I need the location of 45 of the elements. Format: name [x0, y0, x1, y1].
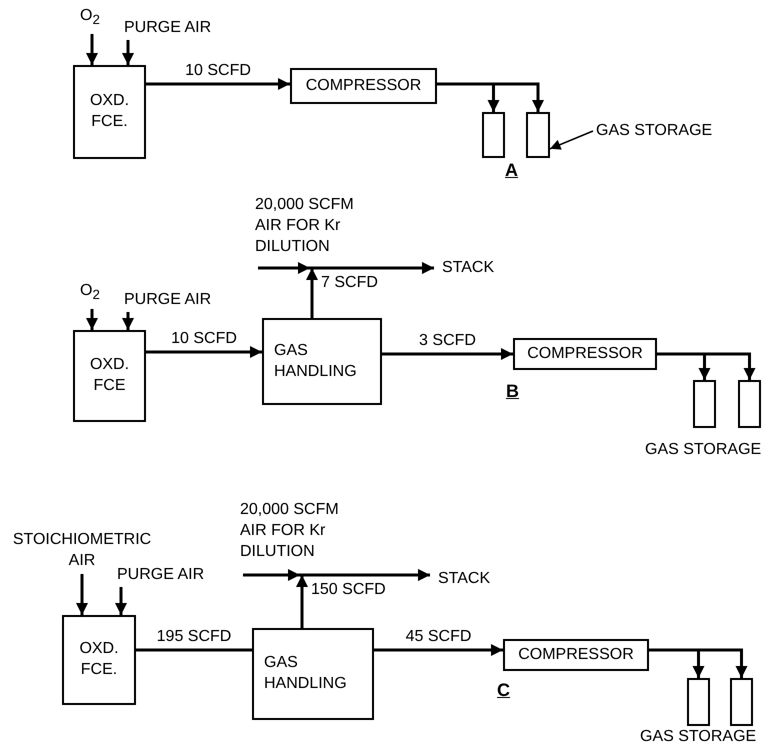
arrow — [382, 348, 513, 360]
process-box: GAS HANDLING — [252, 628, 374, 720]
stream-label: STACK — [438, 569, 508, 589]
stream-label: 20,000 SCFM AIR FOR Kr DILUTION — [255, 195, 367, 261]
stream-label: 20,000 SCFM AIR FOR Kr DILUTION — [240, 500, 352, 566]
arrow — [306, 262, 436, 318]
storage-tank — [687, 678, 710, 726]
leader-line — [550, 130, 594, 150]
panel-label: C — [497, 680, 510, 701]
stream-label: PURGE AIR — [124, 290, 244, 310]
stream-label: STACK — [442, 258, 512, 278]
arrow — [122, 312, 134, 330]
storage-tank — [730, 678, 753, 726]
arrow — [76, 574, 88, 615]
arrow — [296, 569, 432, 628]
panel-label: A — [505, 160, 518, 181]
process-box: OXD. FCE. — [62, 615, 136, 705]
arrow — [146, 346, 262, 358]
process-box: OXD. FCE. — [73, 65, 146, 159]
storage-tank — [482, 112, 505, 158]
panel-label: B — [506, 381, 519, 402]
stream-label: PURGE AIR — [117, 565, 232, 585]
edge-label: 7 SCFD — [320, 274, 379, 292]
process-box: COMPRESSOR — [503, 639, 649, 671]
stream-label: GAS STORAGE — [596, 121, 746, 141]
stream-label: O$_{2}$ — [80, 6, 104, 32]
arrow — [146, 78, 290, 90]
process-box: GAS HANDLING — [262, 318, 382, 405]
stream-label: GAS STORAGE — [645, 440, 776, 460]
arrow — [115, 587, 127, 615]
storage-tank — [693, 380, 716, 428]
process-box: COMPRESSOR — [513, 338, 657, 370]
process-box: OXD. FCE — [73, 330, 146, 422]
stream-label: PURGE AIR — [124, 18, 244, 38]
arrow — [122, 40, 134, 65]
process-box: COMPRESSOR — [290, 68, 437, 104]
flow-line — [136, 648, 252, 652]
stream-label: O$_{2}$ — [80, 281, 104, 307]
storage-tank — [526, 112, 550, 158]
arrow — [86, 309, 98, 330]
edge-label: 150 SCFD — [310, 581, 387, 599]
arrow — [86, 34, 98, 65]
stream-label: GAS STORAGE — [640, 727, 776, 747]
arrow — [374, 644, 503, 656]
storage-tank — [738, 380, 761, 428]
